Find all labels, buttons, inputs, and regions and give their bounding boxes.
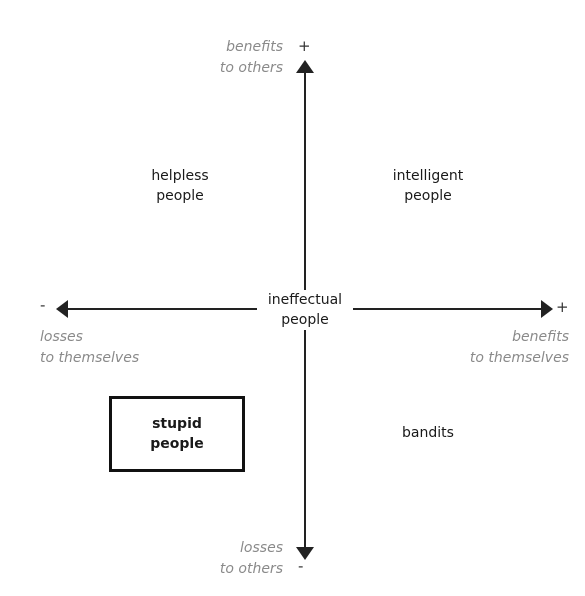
arrowhead-down [296, 547, 314, 560]
sign-minus-bottom: - [298, 557, 304, 575]
axis-note-benefits-to-others: benefits to others [219, 39, 283, 76]
arrowhead-up [296, 60, 314, 73]
arrowhead-left [56, 300, 68, 318]
label-ineffectual-people: ineffectual people [257, 290, 353, 330]
label-bandits: bandits [402, 425, 454, 441]
sign-minus-left: - [40, 296, 46, 314]
label-helpless-people: helpless people [151, 168, 209, 204]
axis-note-losses-to-themselves: losses to themselves [40, 329, 140, 366]
sign-plus-top: + [298, 37, 311, 55]
label-intelligent-people: intelligent people [392, 168, 464, 204]
axis-note-losses-to-others: losses to others [219, 540, 283, 577]
axis-note-benefits-to-themselves: benefits to themselves [469, 329, 569, 366]
sign-plus-right: + [556, 298, 569, 316]
label-stupid-people-box: stupid people [109, 396, 245, 472]
arrowhead-right [541, 300, 553, 318]
